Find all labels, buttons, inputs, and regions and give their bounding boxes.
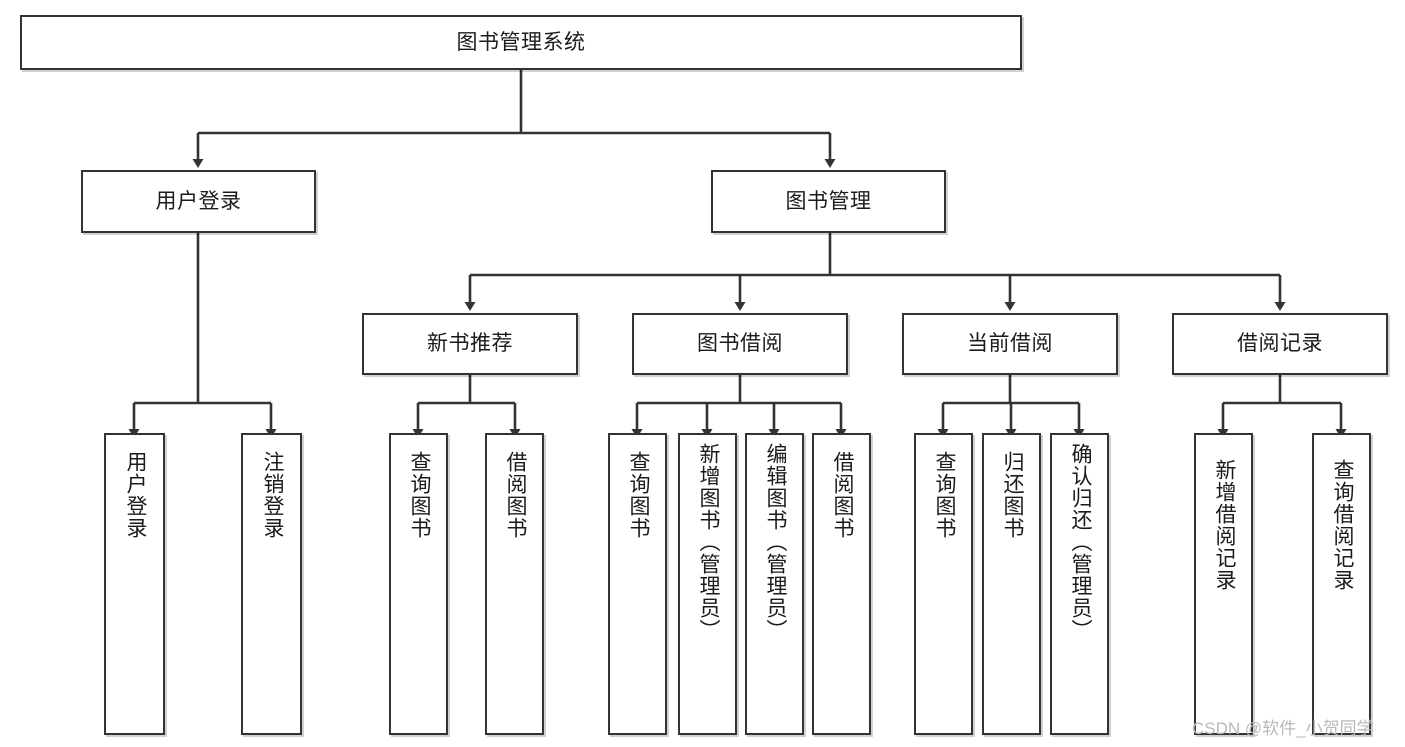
node-root-label: 图书管理系统 bbox=[456, 30, 586, 54]
leaf-logout-label: 注销登录 bbox=[260, 451, 284, 539]
node-current-borrow-label: 当前借阅 bbox=[967, 332, 1053, 356]
leaf-query-record[interactable]: 查询借阅记录 bbox=[1312, 433, 1371, 735]
leaf-query-record-label: 查询借阅记录 bbox=[1330, 459, 1354, 591]
leaf-query-book-1[interactable]: 查询图书 bbox=[389, 433, 448, 735]
node-book-management[interactable]: 图书管理 bbox=[711, 170, 946, 233]
leaf-confirm-return[interactable]: 确认归还（管理员） bbox=[1050, 433, 1109, 735]
leaf-query-book-2[interactable]: 查询图书 bbox=[608, 433, 667, 735]
node-root[interactable]: 图书管理系统 bbox=[20, 15, 1022, 70]
node-book-management-label: 图书管理 bbox=[785, 189, 872, 213]
leaf-user-login-label: 用户登录 bbox=[123, 451, 147, 539]
node-book-borrow-label: 图书借阅 bbox=[697, 332, 783, 356]
leaf-logout[interactable]: 注销登录 bbox=[241, 433, 302, 735]
leaf-borrow-book-2[interactable]: 借阅图书 bbox=[812, 433, 871, 735]
leaf-borrow-book-2-label: 借阅图书 bbox=[830, 451, 854, 539]
leaf-return-book[interactable]: 归还图书 bbox=[982, 433, 1041, 735]
leaf-edit-book[interactable]: 编辑图书（管理员） bbox=[745, 433, 804, 735]
leaf-add-book-label: 新增图书（管理员） bbox=[696, 443, 720, 641]
leaf-return-book-label: 归还图书 bbox=[1000, 451, 1024, 539]
node-new-book-recommend[interactable]: 新书推荐 bbox=[362, 313, 578, 375]
leaf-add-record[interactable]: 新增借阅记录 bbox=[1194, 433, 1253, 735]
node-user-login-label: 用户登录 bbox=[155, 189, 242, 213]
leaf-add-record-label: 新增借阅记录 bbox=[1212, 459, 1236, 591]
leaf-query-book-2-label: 查询图书 bbox=[626, 451, 650, 539]
node-book-borrow[interactable]: 图书借阅 bbox=[632, 313, 848, 375]
node-current-borrow[interactable]: 当前借阅 bbox=[902, 313, 1118, 375]
leaf-user-login[interactable]: 用户登录 bbox=[104, 433, 165, 735]
watermark-text: CSDN @软件_小贺同学 bbox=[1192, 719, 1374, 738]
node-borrow-record-label: 借阅记录 bbox=[1237, 332, 1323, 356]
leaf-confirm-return-label: 确认归还（管理员） bbox=[1068, 443, 1092, 641]
leaf-edit-book-label: 编辑图书（管理员） bbox=[763, 443, 787, 641]
node-new-book-recommend-label: 新书推荐 bbox=[427, 332, 513, 356]
leaf-query-book-3-label: 查询图书 bbox=[932, 451, 956, 539]
leaf-query-book-3[interactable]: 查询图书 bbox=[914, 433, 973, 735]
leaf-borrow-book-1-label: 借阅图书 bbox=[503, 451, 527, 539]
leaf-borrow-book-1[interactable]: 借阅图书 bbox=[485, 433, 544, 735]
leaf-add-book[interactable]: 新增图书（管理员） bbox=[678, 433, 737, 735]
node-borrow-record[interactable]: 借阅记录 bbox=[1172, 313, 1388, 375]
leaf-query-book-1-label: 查询图书 bbox=[407, 451, 431, 539]
node-user-login[interactable]: 用户登录 bbox=[81, 170, 316, 233]
